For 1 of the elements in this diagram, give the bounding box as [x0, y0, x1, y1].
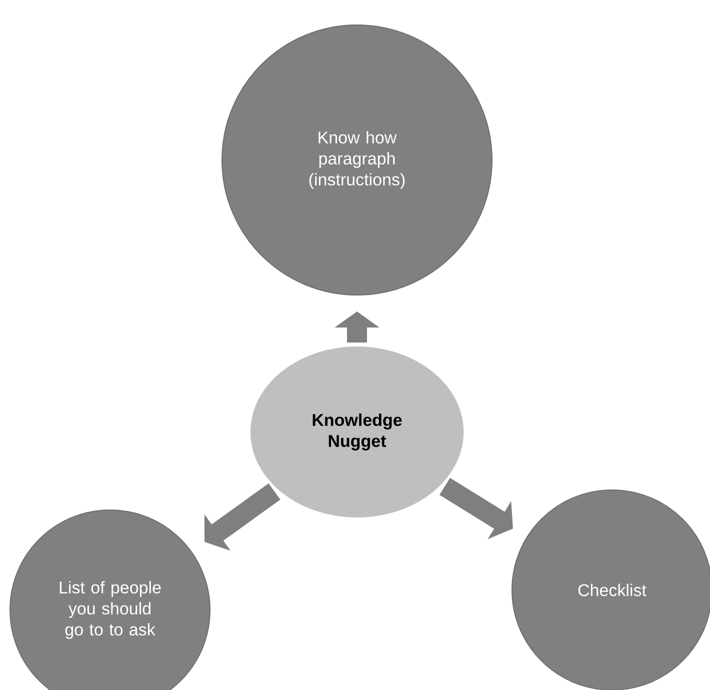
- block-arrow: [204, 483, 280, 551]
